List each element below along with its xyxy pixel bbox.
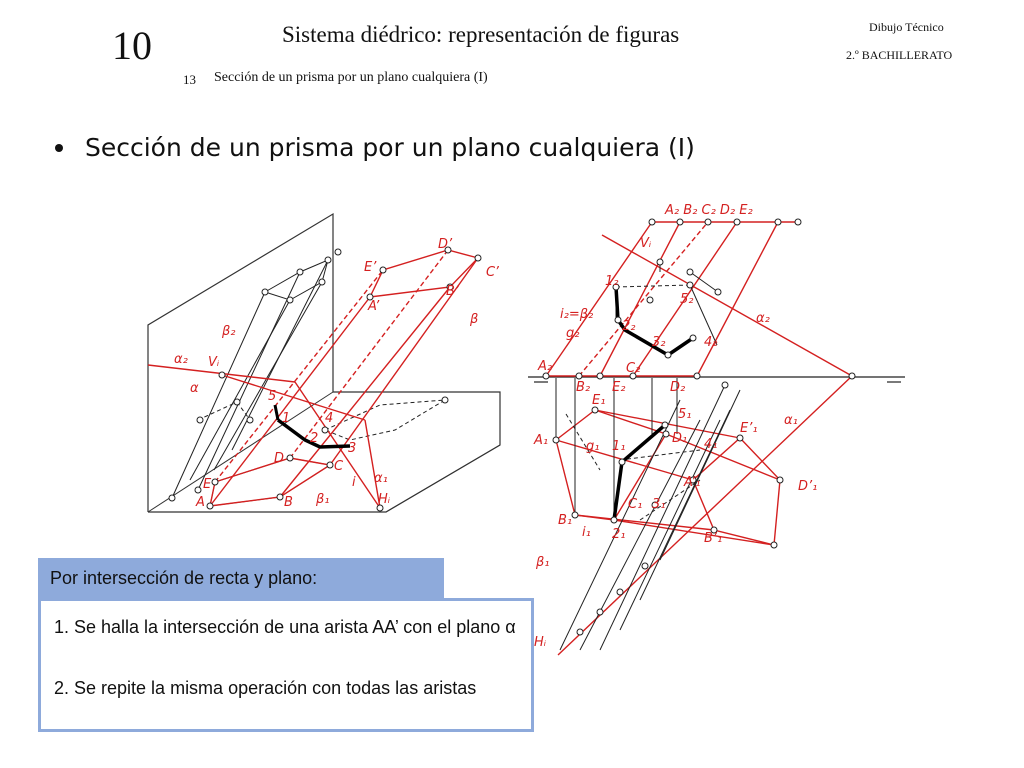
label-vi-2d: Vᵢ [640,236,652,251]
label-1: 1 [282,411,290,426]
label-B1: B₁ [558,513,572,528]
label-E-prime: E’ [364,260,377,275]
label-C1: C₁ [628,497,642,512]
label-4-2: 4₂ [704,335,717,350]
top-face-3d [368,249,480,298]
trace-alpha2-2d [601,234,853,377]
label-D-prime: D’ [438,237,453,252]
subtitle-number: 13 [183,72,196,87]
label-alpha1: α₁ [374,471,388,486]
label-5-2: 5₂ [680,292,693,307]
label-alpha: α [190,381,199,396]
label-C2: C₂ [626,361,640,376]
label-i1: i₁ [582,525,591,540]
diagram-2d: A₂ B₂ C₂ D₂ E₂ Vᵢ 1₂ 5₂ i₂=β₂ 2₂ g₂ α₂ 3… [528,203,905,656]
label-beta1-2d: β₁ [535,555,550,570]
label-g2: g₂ [566,326,579,341]
label-D: D [274,451,284,466]
label-C: C [334,459,344,474]
label-E2: E₂ [612,380,625,395]
label-3: 3 [348,441,356,456]
label-alpha2: α₂ [174,352,188,367]
trace-alpha1-2d [557,375,853,656]
label-2-2: 2₂ [622,319,635,334]
label-A-prime: A’ [367,299,380,314]
label-B-prime: B’ [446,284,460,299]
label-2: 2 [310,431,318,446]
label-beta1: β₁ [315,492,330,507]
label-beta2: β₂ [221,324,236,339]
bullet-heading: Sección de un prisma por un plano cualqu… [55,133,695,162]
label-alpha1-2d: α₁ [784,413,798,428]
bullet-icon [55,143,63,152]
info-box-header: Por intersección de recta y plano: [38,558,444,600]
vertical-projection-plane [147,212,334,512]
step-2-text: 2. Se repite la misma operación con toda… [54,678,477,698]
label-4-1: 4₁ [704,437,717,452]
label-hi: Hᵢ [378,492,391,507]
subject-label: Dibujo Técnico [869,20,944,34]
label-E1: E₁ [592,393,605,408]
label-beta: β [469,312,478,327]
subtitle: Sección de un prisma por un plano cualqu… [214,70,488,85]
info-box [38,598,534,732]
label-A2: A₂ [537,359,552,374]
ground-line [147,391,334,513]
label-2-1: 2₁ [612,527,625,542]
label-4: 4 [325,411,333,426]
label-alpha2-2d: α₂ [756,311,770,326]
label-A1: A₁ [533,433,548,448]
diagram-3d: D’ C’ E’ B’ A’ β β₂ α₂ Vᵢ α 5 1 4 2 3 D … [147,212,501,513]
label-B2: B₂ [576,380,590,395]
label-5: 5 [268,389,276,404]
label-D1: D₁ [672,431,687,446]
label-hi-2d: Hᵢ [534,635,547,650]
label-3-1: 3₁ [652,497,665,512]
label-E1-prime: E’₁ [740,421,758,436]
label-vi: Vᵢ [208,355,220,370]
label-3-2: 3₂ [652,335,665,350]
label-top-row: A₂ B₂ C₂ D₂ E₂ [664,203,753,218]
label-D1-prime: D’₁ [798,479,817,494]
label-E: E [203,477,212,492]
label-5-1: 5₁ [678,407,691,422]
label-B: B [284,495,293,510]
label-D2: D₂ [670,380,685,395]
label-C-prime: C’ [486,265,500,280]
label-A: A [195,495,205,510]
bullet-text: Sección de un prisma por un plano cualqu… [85,133,695,162]
label-A1-prime: A’₁ [683,475,701,490]
label-B1-prime: B’₁ [704,531,722,546]
page-title: Sistema diédrico: representación de figu… [282,22,680,47]
step-1-text: 1. Se halla la intersección de una arist… [54,617,516,637]
course-label: 2.º BACHILLERATO [846,48,953,62]
label-i2-beta2: i₂=β₂ [560,307,593,322]
section-polygon-3d [276,418,351,449]
label-1-2: 1₂ [605,274,618,289]
label-g1: g₁ [586,439,599,454]
unit-number: 10 [112,23,152,68]
label-1-1: 1₁ [612,439,625,454]
label-i: i [352,475,356,490]
